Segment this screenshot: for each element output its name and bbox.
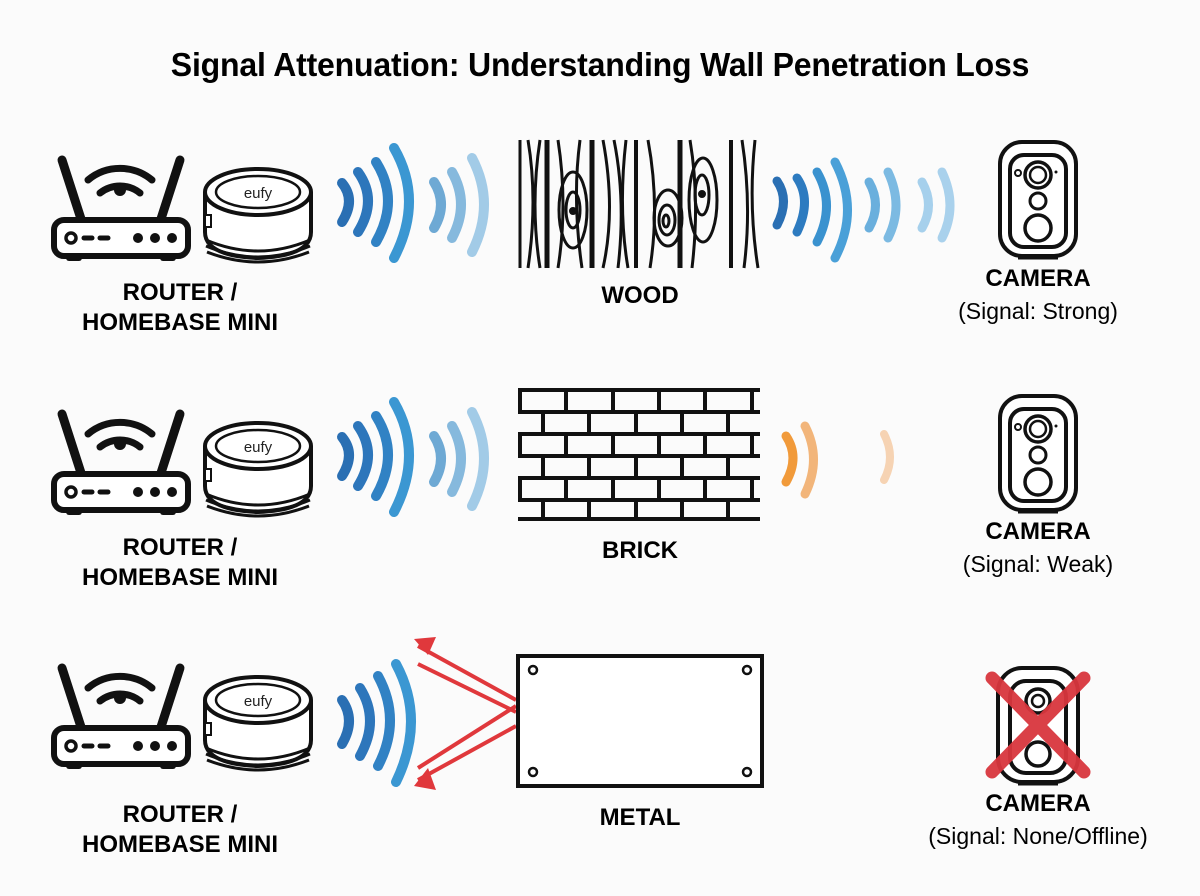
hub-logo: eufy	[244, 693, 273, 710]
material-label: BRICK	[602, 537, 678, 564]
material-label: METAL	[599, 804, 681, 831]
camera-icon	[998, 394, 1078, 514]
source-label-line1: ROUTER /	[122, 534, 238, 561]
offline-x-icon	[985, 671, 1091, 779]
brick-wall-icon	[518, 388, 760, 521]
source-label-line2: HOMEBASE MINI	[81, 309, 278, 336]
camera-label: CAMERA	[985, 265, 1091, 292]
source-label: ROUTER / HOMEBASE MINI	[40, 278, 320, 338]
router-icon	[54, 160, 188, 261]
row-brick	[54, 388, 1078, 521]
metal-plate-icon	[516, 654, 764, 788]
camera-label: CAMERA	[985, 518, 1091, 545]
source-label: ROUTER / HOMEBASE MINI	[40, 800, 320, 860]
camera-status: (Signal: None/Offline)	[928, 823, 1148, 849]
row-metal	[54, 668, 313, 772]
camera-status: (Signal: Weak)	[962, 551, 1114, 577]
router-icon	[54, 668, 188, 769]
reflection-arrows-icon	[414, 637, 518, 790]
row-wood	[54, 139, 1078, 269]
camera-label: CAMERA	[985, 790, 1091, 817]
hub-logo: eufy	[244, 439, 273, 456]
source-label-line2: HOMEBASE MINI	[81, 831, 278, 858]
weak-signal-waves-icon	[781, 421, 894, 499]
signal-waves-icon	[337, 397, 489, 517]
signal-waves-icon	[772, 157, 955, 263]
camera-icon	[998, 140, 1078, 260]
camera-status: (Signal: Strong)	[958, 298, 1118, 324]
material-label: WOOD	[601, 282, 679, 309]
signal-waves-icon	[337, 143, 489, 263]
router-icon	[54, 414, 188, 515]
signal-waves-icon	[337, 659, 416, 787]
source-label: ROUTER / HOMEBASE MINI	[40, 533, 320, 593]
source-label-line1: ROUTER /	[122, 801, 238, 828]
homebase-mini-icon	[203, 421, 313, 518]
page-title: Signal Attenuation: Understanding Wall P…	[170, 46, 1030, 83]
source-label-line1: ROUTER /	[122, 279, 238, 306]
homebase-mini-icon	[203, 167, 313, 264]
wood-wall-icon	[518, 139, 760, 269]
homebase-mini-icon	[203, 675, 313, 772]
source-label-line2: HOMEBASE MINI	[81, 564, 278, 591]
hub-logo: eufy	[244, 185, 273, 202]
offline-camera-icon	[985, 666, 1091, 786]
